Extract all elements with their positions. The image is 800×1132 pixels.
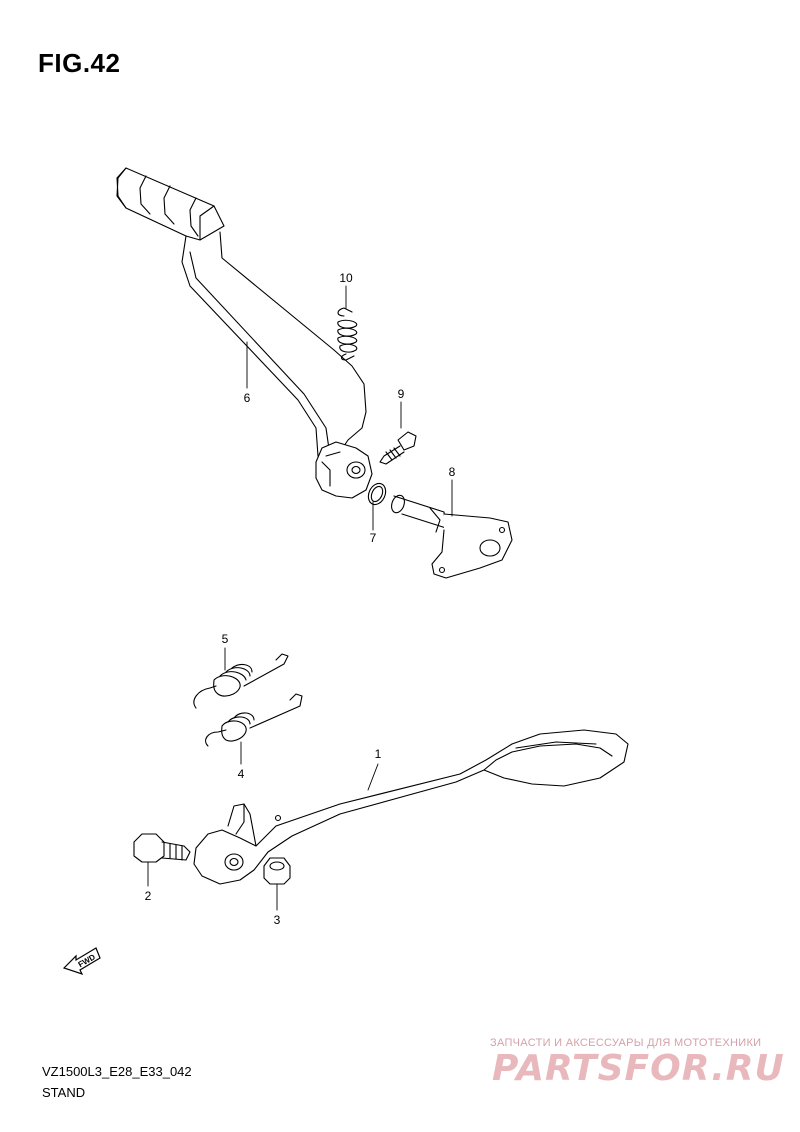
callout-8: 8 <box>449 465 456 479</box>
callout-6: 6 <box>244 391 251 405</box>
part-6-brake-pedal <box>116 167 373 499</box>
callout-2: 2 <box>145 889 152 903</box>
diagram-code: VZ1500L3_E28_E33_042 <box>42 1064 192 1079</box>
callout-10: 10 <box>339 271 353 285</box>
part-7-washer <box>367 482 387 506</box>
part-2-bolt <box>133 833 191 863</box>
callout-7: 7 <box>370 531 377 545</box>
part-3-nut <box>263 857 291 885</box>
part-9-bolt <box>379 431 417 465</box>
callout-9: 9 <box>398 387 405 401</box>
leader-lines <box>147 285 453 911</box>
callout-1: 1 <box>375 747 382 761</box>
part-10-spring <box>337 307 358 361</box>
callout-5: 5 <box>222 632 229 646</box>
part-4-spring <box>205 693 303 747</box>
callout-4: 4 <box>238 767 245 781</box>
part-5-spring <box>193 653 289 709</box>
callout-3: 3 <box>274 913 281 927</box>
watermark-logo: PARTSFOR.RU <box>492 1048 785 1089</box>
part-1-side-stand <box>193 729 629 885</box>
watermark-tagline: ЗАПЧАСТИ И АКСЕССУАРЫ ДЛЯ МОТОТЕХНИКИ <box>490 1037 762 1049</box>
part-8-pivot-shaft <box>391 494 513 579</box>
fwd-arrow-icon: FWD <box>62 947 101 976</box>
diagram-name: STAND <box>42 1085 86 1100</box>
figure-title: FIG.42 <box>38 48 121 78</box>
